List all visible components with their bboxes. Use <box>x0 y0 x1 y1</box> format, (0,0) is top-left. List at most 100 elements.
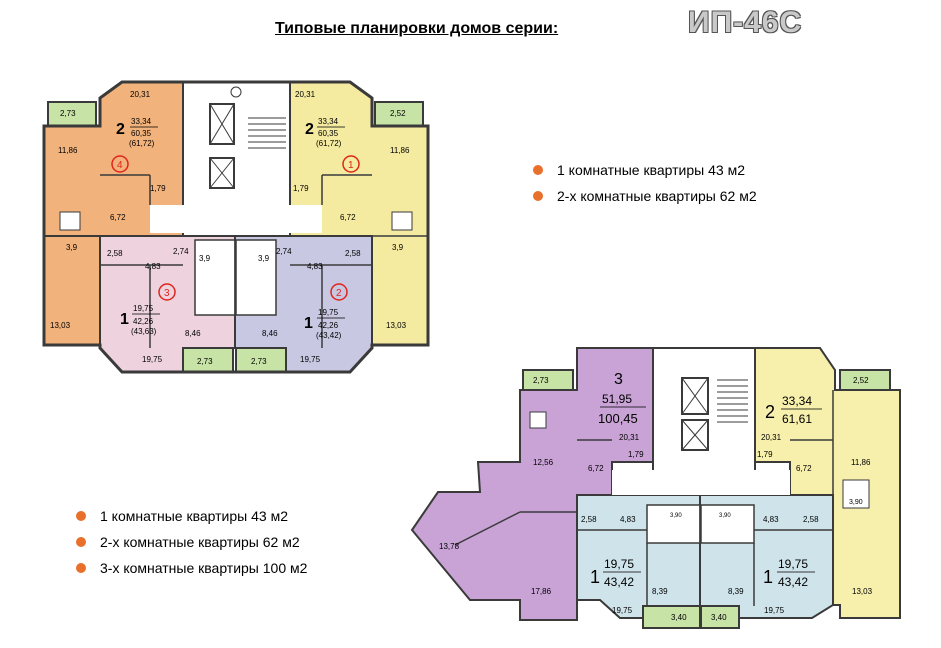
bottom-plan-labels: 2,73 2,52 20,31 20,31 1,79 1,79 6,72 6,7… <box>439 376 873 622</box>
area-label: 3,90 <box>670 513 682 519</box>
area-label: 17,86 <box>531 587 552 596</box>
floor-plan-top <box>42 80 430 374</box>
apartment-info-2: 2 1 19,75 42,26 (43,42) <box>304 283 348 340</box>
area-label: 2,58 <box>345 249 361 258</box>
svg-text:1: 1 <box>590 567 600 587</box>
apartment-number-marker <box>158 283 176 301</box>
bathroom <box>646 504 701 544</box>
area-label: 6,72 <box>340 213 356 222</box>
svg-text:19,75: 19,75 <box>318 308 339 317</box>
svg-text:43,42: 43,42 <box>778 575 808 589</box>
area-label: 8,46 <box>185 329 201 338</box>
area-label: 13,78 <box>439 542 460 551</box>
svg-text:19,75: 19,75 <box>133 304 154 313</box>
area-label: 13,03 <box>50 321 71 330</box>
area-label: 20,31 <box>619 433 640 442</box>
bullet-icon <box>533 165 543 175</box>
area-label: 13,03 <box>852 587 873 596</box>
area-label: 2,73 <box>197 357 213 366</box>
area-label: 2,58 <box>107 249 123 258</box>
area-label: 6,72 <box>110 213 126 222</box>
area-label: 6,72 <box>588 464 604 473</box>
area-label: 1,79 <box>150 184 166 193</box>
area-label: 19,75 <box>142 355 163 364</box>
svg-text:(61,72): (61,72) <box>129 139 155 148</box>
area-label: 3,40 <box>671 613 687 622</box>
svg-text:51,95: 51,95 <box>602 392 632 406</box>
svg-text:1: 1 <box>763 567 773 587</box>
area-label: 11,86 <box>851 458 871 467</box>
area-label: 3,9 <box>258 254 270 263</box>
svg-text:3: 3 <box>164 288 170 299</box>
svg-text:61,61: 61,61 <box>782 412 812 426</box>
svg-text:19,75: 19,75 <box>778 557 808 571</box>
legend-item: 3-х комнатные квартиры 100 м2 <box>76 555 307 581</box>
area-label: 2,74 <box>276 247 292 256</box>
bathroom-fixture <box>59 211 81 231</box>
apartment-number-marker <box>342 155 360 173</box>
area-label: 20,31 <box>761 433 782 442</box>
area-label: 20,31 <box>130 90 151 99</box>
area-label: 8,46 <box>262 329 278 338</box>
area-label: 1,79 <box>628 450 644 459</box>
svg-text:2: 2 <box>305 121 314 138</box>
area-label: 4,83 <box>145 262 161 271</box>
stairs <box>717 379 748 423</box>
legend-bottom: 1 комнатные квартиры 43 м2 2-х комнатные… <box>76 503 307 581</box>
area-label: 2,58 <box>803 515 819 524</box>
area-label: 2,58 <box>581 515 597 524</box>
svg-text:1: 1 <box>304 315 313 332</box>
svg-text:1: 1 <box>120 311 129 328</box>
area-label: 2,73 <box>251 357 267 366</box>
bathroom-fixture <box>842 479 870 509</box>
bathroom-fixture <box>529 411 547 429</box>
svg-text:43,42: 43,42 <box>604 575 634 589</box>
page-title: Типовые планировки домов серии: <box>275 20 559 37</box>
area-label: 3,90 <box>849 499 863 506</box>
series-name: ИП-46С <box>688 6 803 39</box>
apartment-info-3-room: 3 51,95 100,45 <box>598 371 646 426</box>
svg-text:19,75: 19,75 <box>604 557 634 571</box>
area-label: 2,73 <box>533 376 549 385</box>
area-label: 3,40 <box>711 613 727 622</box>
apartment-info-3: 3 1 19,75 42,26 (43,63) <box>120 283 176 336</box>
area-label: 2,52 <box>853 376 869 385</box>
area-label: 3,9 <box>199 254 211 263</box>
svg-text:33,34: 33,34 <box>782 394 812 408</box>
svg-text:2: 2 <box>336 288 342 299</box>
svg-text:100,45: 100,45 <box>598 411 638 426</box>
bathroom-fixture <box>391 211 413 231</box>
corridor <box>612 470 790 495</box>
top-plan-labels: 2,73 2,52 20,31 20,31 11,86 11,86 1,79 1… <box>50 90 410 366</box>
bathroom <box>235 239 277 316</box>
area-label: 1,79 <box>293 184 309 193</box>
apartment-number-marker <box>330 283 348 301</box>
svg-text:60,35: 60,35 <box>318 129 339 138</box>
area-label: 3,9 <box>66 243 78 252</box>
area-label: 4,83 <box>307 262 323 271</box>
svg-text:60,35: 60,35 <box>131 129 152 138</box>
svg-text:2: 2 <box>116 121 125 138</box>
bullet-icon <box>76 537 86 547</box>
legend-top: 1 комнатные квартиры 43 м2 2-х комнатные… <box>533 157 757 209</box>
area-label: 19,75 <box>612 606 633 615</box>
svg-text:4: 4 <box>117 160 123 171</box>
area-label: 3,90 <box>719 513 731 519</box>
bathroom <box>700 504 755 544</box>
area-label: 2,52 <box>390 109 406 118</box>
balcony <box>235 347 287 373</box>
bathroom <box>194 239 236 316</box>
svg-text:42,26: 42,26 <box>318 321 339 330</box>
svg-text:1: 1 <box>348 160 354 171</box>
legend-item: 1 комнатные квартиры 43 м2 <box>76 503 307 529</box>
area-label: 6,72 <box>796 464 812 473</box>
bullet-icon <box>533 191 543 201</box>
svg-text:33,34: 33,34 <box>131 117 152 126</box>
apartment-info-1: 2 33,34 60,35 (61,72) 1 <box>305 117 360 173</box>
area-label: 2,73 <box>60 109 76 118</box>
apartment-info-1-room-right: 1 19,75 43,42 <box>763 557 815 589</box>
svg-text:42,26: 42,26 <box>133 317 154 326</box>
area-label: 11,86 <box>390 146 410 155</box>
apartment-2-room <box>754 347 901 619</box>
